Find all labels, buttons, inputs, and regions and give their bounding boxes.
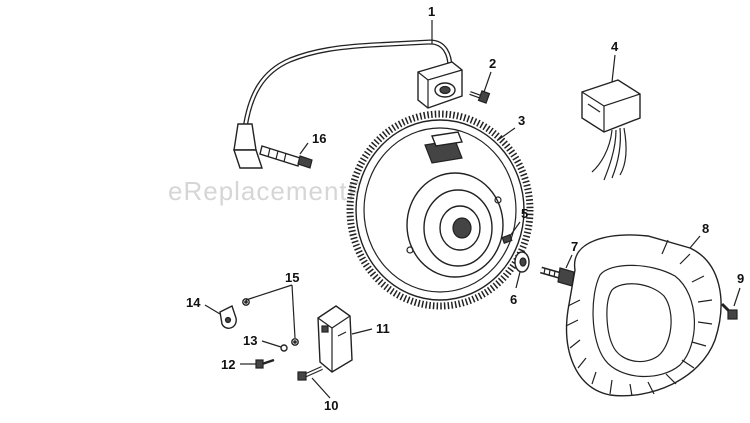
callout-1: 1 <box>428 4 435 19</box>
part-bracket-11 <box>317 305 353 373</box>
part-spark-plug <box>259 145 313 169</box>
part-cooling-fan <box>565 234 722 397</box>
part-flywheel-key <box>501 234 513 244</box>
part-washer <box>514 251 530 273</box>
leader-lines <box>204 20 741 399</box>
callout-labels: 1 2 3 4 5 6 7 8 9 10 11 12 13 14 15 16 <box>186 4 744 413</box>
callout-9: 9 <box>737 271 744 286</box>
callout-10: 10 <box>324 398 338 413</box>
callout-5: 5 <box>521 206 528 221</box>
part-screw-12 <box>255 358 275 369</box>
callout-8: 8 <box>702 221 709 236</box>
part-washer-15b <box>291 338 299 346</box>
callout-14: 14 <box>186 295 201 310</box>
part-ignition-module <box>233 39 463 169</box>
callout-4: 4 <box>611 39 619 54</box>
callout-2: 2 <box>489 56 496 71</box>
callout-7: 7 <box>571 239 578 254</box>
part-screw-10 <box>297 366 323 381</box>
part-washer-15a <box>242 298 250 306</box>
part-washer-13 <box>280 344 288 352</box>
part-flywheel-bolt <box>540 266 575 287</box>
part-screw-2 <box>469 90 491 104</box>
callout-15: 15 <box>285 270 299 285</box>
part-screw-9 <box>720 302 738 320</box>
callout-13: 13 <box>243 333 257 348</box>
part-clip-14 <box>219 305 237 329</box>
part-rectifier-regulator <box>581 79 641 181</box>
part-flywheel <box>346 110 534 310</box>
callout-6: 6 <box>510 292 517 307</box>
callout-12: 12 <box>221 357 235 372</box>
callout-16: 16 <box>312 131 326 146</box>
callout-11: 11 <box>376 321 390 336</box>
callout-3: 3 <box>518 113 525 128</box>
